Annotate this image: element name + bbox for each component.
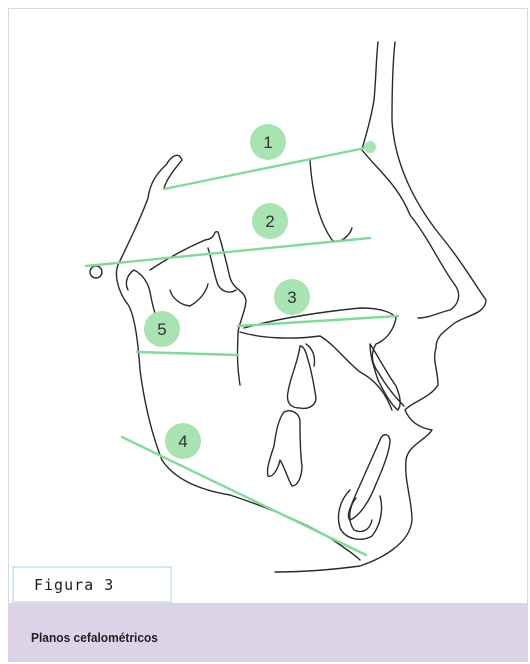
porion-circle — [90, 266, 102, 278]
tooth-molar-lower — [267, 411, 302, 486]
orbit-line — [310, 160, 352, 241]
plane-marker-5: 5 — [144, 311, 180, 347]
caption-band: Planos cefalométricos — [8, 603, 528, 662]
basion — [170, 284, 208, 306]
plane-marker-3: 3 — [274, 279, 310, 315]
plane-number-1: 1 — [263, 133, 272, 152]
figure-caption: Planos cefalométricos — [31, 630, 158, 645]
occipital-bone — [116, 265, 360, 560]
tooth-molar-upper — [288, 344, 317, 408]
maxilla — [244, 308, 404, 406]
figure-label: Figura 3 — [34, 576, 114, 594]
figure-label-tab: Figura 3 — [12, 566, 172, 603]
nasal-bone — [362, 42, 459, 318]
symphysis — [338, 490, 381, 539]
tooth-incisor-lower — [348, 435, 390, 520]
nasion-point — [364, 141, 376, 153]
plane-number-2: 2 — [265, 212, 274, 231]
plane-number-3: 3 — [287, 288, 296, 307]
plane-marker-4: 4 — [165, 423, 201, 459]
plane-line-5 — [137, 352, 238, 355]
plane-line-3 — [238, 316, 398, 326]
plane-number-5: 5 — [157, 320, 166, 339]
plane-marker-1: 1 — [250, 124, 286, 160]
plane-marker-2: 2 — [252, 203, 288, 239]
tooth-incisor-upper — [370, 344, 400, 410]
frontal-bone — [118, 155, 182, 265]
cephalometric-planes — [86, 147, 398, 555]
plane-line-4 — [122, 437, 366, 555]
plane-number-4: 4 — [178, 432, 187, 451]
